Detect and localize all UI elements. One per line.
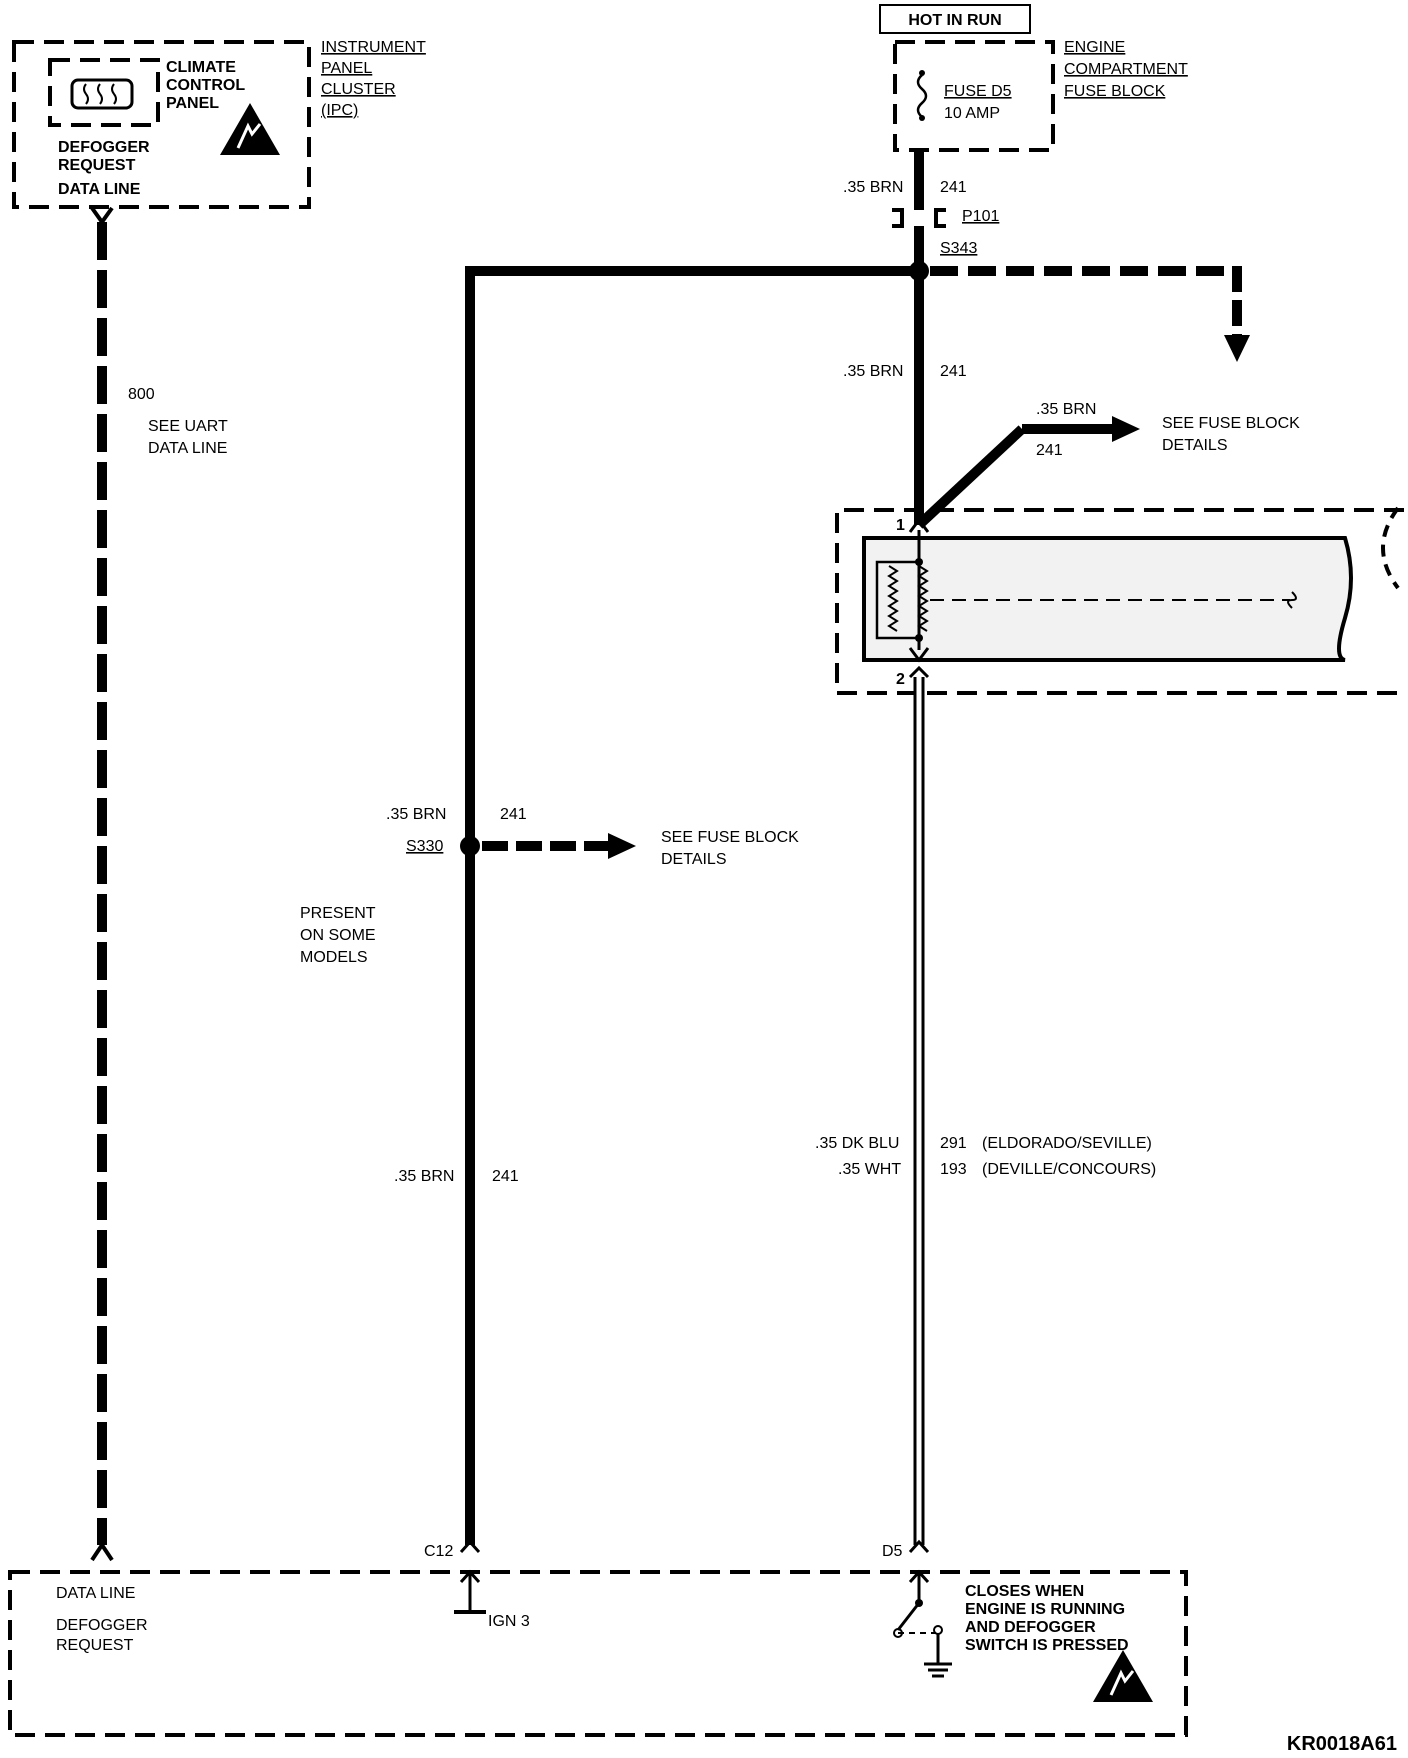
ipc-label-3: CLUSTER bbox=[321, 81, 396, 98]
main-upper-circuit: 241 bbox=[940, 179, 967, 196]
ipc-defogger-3: DATA LINE bbox=[58, 181, 141, 198]
rear-defogger-grid bbox=[835, 506, 1404, 695]
rear-defogger-icon bbox=[70, 78, 134, 110]
see-fuse-block-2a: SEE FUSE BLOCK bbox=[661, 829, 799, 846]
ipc-box: CLIMATE CONTROL PANEL DEFOGGER REQUEST D… bbox=[12, 40, 311, 209]
resistor-symbol-left bbox=[887, 565, 899, 632]
wht-models: (DEVILLE/CONCOURS) bbox=[982, 1161, 1156, 1178]
s330-label: S330 bbox=[406, 838, 443, 855]
lower-right-wire bbox=[908, 677, 930, 1554]
esd-warning-icon bbox=[220, 103, 280, 155]
d5-label: D5 bbox=[882, 1543, 903, 1560]
right-arrow-icon-2 bbox=[608, 833, 636, 859]
splice-s330 bbox=[460, 836, 480, 856]
p101-connector-left bbox=[892, 208, 904, 228]
see-fuse-block-2b: DETAILS bbox=[661, 851, 727, 868]
figure-code: KR0018A61 bbox=[1287, 1733, 1397, 1755]
ign3-label: IGN 3 bbox=[488, 1613, 530, 1630]
pin2-label: 2 bbox=[896, 671, 905, 688]
closes-when-2: ENGINE IS RUNNING bbox=[965, 1601, 1125, 1618]
ipc-label-1: INSTRUMENT bbox=[321, 39, 426, 56]
present-on-some-2: ON SOME bbox=[300, 927, 376, 944]
dk-blu-circuit: 291 bbox=[940, 1135, 967, 1152]
fuse-block: FUSE D5 10 AMP ENGINE COMPARTMENT FUSE B… bbox=[893, 39, 1188, 152]
p101-connector-right bbox=[934, 208, 946, 228]
left-wire-241 bbox=[459, 266, 481, 1554]
left-lower-circuit: 241 bbox=[492, 1168, 519, 1185]
see-fuse-block-1a: SEE FUSE BLOCK bbox=[1162, 415, 1300, 432]
fuse-block-label-2: COMPARTMENT bbox=[1064, 61, 1188, 78]
ipc-label-4: (IPC) bbox=[321, 102, 358, 119]
c12-label: C12 bbox=[424, 1543, 453, 1560]
p101-label: P101 bbox=[962, 208, 999, 225]
climate-panel-1: CLIMATE bbox=[166, 59, 236, 76]
wht-circuit: 193 bbox=[940, 1161, 967, 1178]
climate-panel-2: CONTROL bbox=[166, 77, 245, 94]
ipc-defogger-1: DEFOGGER bbox=[58, 139, 150, 156]
ign3-terminal bbox=[454, 1569, 486, 1614]
dk-blu-gauge: .35 DK BLU bbox=[815, 1135, 899, 1152]
right-arrow-icon bbox=[1112, 416, 1140, 442]
main-wire-241 bbox=[892, 150, 946, 525]
fuse-block-label-3: FUSE BLOCK bbox=[1064, 83, 1166, 100]
left-mid-circuit: 241 bbox=[500, 806, 527, 823]
s343-dashed-branch bbox=[930, 266, 1250, 362]
main-mid-gauge: .35 BRN bbox=[843, 363, 903, 380]
closes-when-3: AND DEFOGGER bbox=[965, 1619, 1096, 1636]
ground-icon bbox=[924, 1662, 952, 1678]
s343-label: S343 bbox=[940, 240, 977, 257]
branch-circuit: 241 bbox=[1036, 442, 1063, 459]
main-upper-gauge: .35 BRN bbox=[843, 179, 903, 196]
fuse-name: FUSE D5 bbox=[944, 83, 1012, 100]
fuse-block-label-1: ENGINE bbox=[1064, 39, 1125, 56]
hot-in-run-label: HOT IN RUN bbox=[879, 4, 1031, 34]
uart-note-2: DATA LINE bbox=[148, 440, 227, 457]
branch-gauge: .35 BRN bbox=[1036, 401, 1096, 418]
climate-panel-3: PANEL bbox=[166, 95, 219, 112]
main-mid-circuit: 241 bbox=[940, 363, 967, 380]
hot-in-run-text: HOT IN RUN bbox=[908, 12, 1001, 29]
see-fuse-block-1b: DETAILS bbox=[1162, 437, 1228, 454]
defogger-switch bbox=[893, 1569, 943, 1664]
present-on-some-3: MODELS bbox=[300, 949, 368, 966]
s330-dashed-branch bbox=[482, 833, 636, 859]
closes-when-4: SWITCH IS PRESSED bbox=[965, 1637, 1129, 1654]
resistor-symbol-right bbox=[917, 565, 929, 632]
pin1-label: 1 bbox=[896, 517, 905, 534]
uart-data-line bbox=[90, 206, 114, 1562]
uart-note-1: SEE UART bbox=[148, 418, 228, 435]
uart-circuit: 800 bbox=[128, 386, 155, 403]
bottom-defogger-1: DEFOGGER bbox=[56, 1617, 148, 1634]
bottom-module-box bbox=[8, 1570, 1188, 1737]
closes-when-1: CLOSES WHEN bbox=[965, 1583, 1084, 1600]
ipc-label-2: PANEL bbox=[321, 60, 372, 77]
fuse-rating: 10 AMP bbox=[944, 105, 1000, 122]
bottom-data-line: DATA LINE bbox=[56, 1585, 135, 1602]
bottom-defogger-2: REQUEST bbox=[56, 1637, 134, 1654]
dk-blu-models: (ELDORADO/SEVILLE) bbox=[982, 1135, 1152, 1152]
ipc-defogger-2: REQUEST bbox=[58, 157, 136, 174]
left-mid-gauge: .35 BRN bbox=[386, 806, 446, 823]
fuse-symbol bbox=[916, 74, 928, 118]
wht-gauge: .35 WHT bbox=[838, 1161, 901, 1178]
present-on-some-1: PRESENT bbox=[300, 905, 376, 922]
esd-warning-icon-bottom bbox=[1093, 1650, 1153, 1702]
left-lower-gauge: .35 BRN bbox=[394, 1168, 454, 1185]
down-arrow-icon bbox=[1224, 335, 1250, 362]
